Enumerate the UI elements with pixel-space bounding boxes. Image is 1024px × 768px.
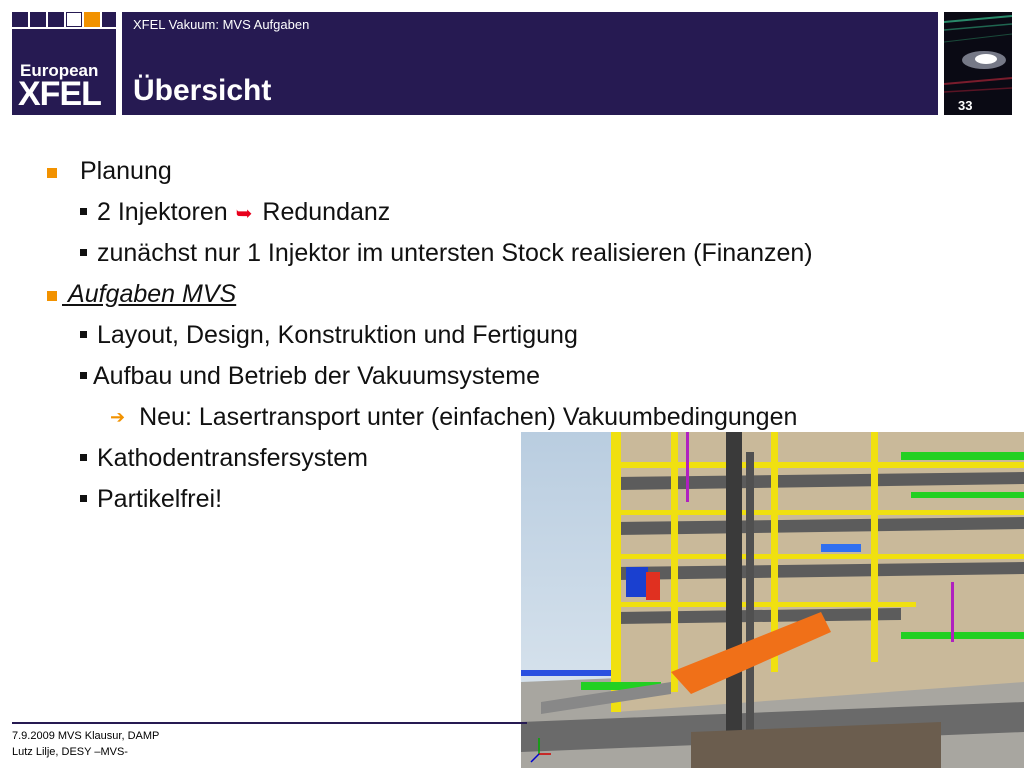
sub-bullet-zunaechst-text: zunächst nur 1 Injektor im untersten Sto…	[97, 239, 813, 267]
footer-rule	[12, 722, 527, 724]
footer-author-line: Lutz Lilje, DESY –MVS-	[12, 746, 128, 758]
page-number: 33	[958, 98, 973, 113]
sub-bullet-partikelfrei: Partikelfrei!	[80, 487, 222, 512]
square-bullet-icon	[80, 208, 87, 215]
sub-bullet-kathoden: Kathodentransfersystem	[80, 446, 368, 471]
presentation-subtitle: XFEL Vakuum: MVS Aufgaben	[133, 17, 310, 32]
square-bullet-icon	[80, 454, 87, 461]
orange-bullet-icon	[47, 291, 57, 301]
sub-bullet-layout: Layout, Design, Konstruktion und Fertigu…	[80, 323, 578, 348]
sub-bullet-injektoren-text: 2 Injektoren	[97, 198, 228, 226]
square-bullet-icon	[80, 495, 87, 502]
sub-bullet-partikelfrei-text: Partikelfrei!	[97, 485, 223, 513]
third-level-bullet-neu-text: Neu: Lasertransport unter (einfachen) Va…	[139, 403, 798, 431]
logo-square-4	[66, 12, 82, 27]
cad-render-image	[521, 432, 1024, 768]
sub-bullet-injektoren: 2 Injektoren ➥ Redundanz	[80, 200, 390, 225]
logo-square-2	[30, 12, 46, 27]
sub-bullet-aufbau: Aufbau und Betrieb der Vakuumsysteme	[80, 364, 540, 389]
slide-header	[122, 12, 938, 115]
sub-bullet-redundanz-text: Redundanz	[262, 198, 391, 226]
header-corner-image	[944, 12, 1012, 115]
logo-text-xfel: XFEL	[18, 75, 102, 113]
sub-bullet-kathoden-text: Kathodentransfersystem	[97, 444, 368, 472]
footer-date-line: 7.9.2009 MVS Klausur, DAMP	[12, 730, 160, 742]
third-level-bullet-neu: ➔ Neu: Lasertransport unter (einfachen) V…	[110, 405, 797, 430]
sub-bullet-aufbau-text: Aufbau und Betrieb der Vakuumsysteme	[93, 362, 541, 390]
square-bullet-icon	[80, 249, 87, 256]
bullet-aufgaben-mvs-text: Aufgaben MVS	[68, 280, 237, 308]
logo-square-1	[12, 12, 28, 27]
logo-text-european: European	[20, 61, 99, 80]
logo-square-3	[48, 12, 64, 27]
bullet-planung: Planung	[80, 157, 172, 185]
slide-title: Übersicht	[133, 74, 272, 107]
square-bullet-icon	[80, 372, 87, 379]
bullet-aufgaben-mvs: Aufgaben MVS	[62, 282, 236, 307]
xfel-logo	[12, 29, 116, 115]
orange-bullet-icon	[47, 168, 57, 178]
logo-square-5	[84, 12, 100, 27]
red-arrow-icon: ➥	[235, 203, 253, 225]
sub-bullet-zunaechst: zunächst nur 1 Injektor im untersten Sto…	[80, 241, 813, 266]
orange-arrow-icon: ➔	[110, 407, 126, 427]
square-bullet-icon	[80, 331, 87, 338]
sub-bullet-layout-text: Layout, Design, Konstruktion und Fertigu…	[97, 321, 578, 349]
logo-square-6	[102, 12, 116, 27]
